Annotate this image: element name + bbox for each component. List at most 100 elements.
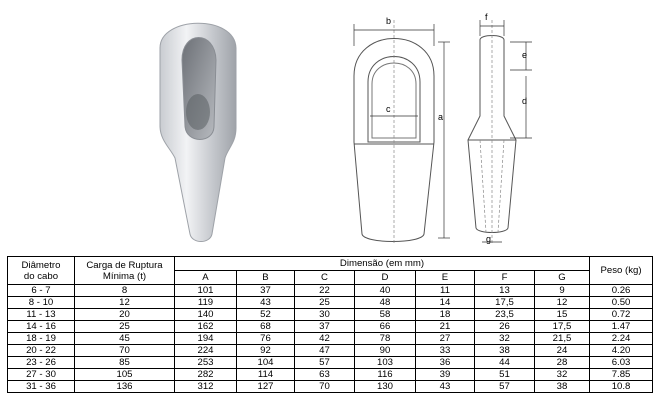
table-cell: 20 (74, 308, 175, 321)
dim-column-header: G (533, 270, 591, 285)
table-cell: 31 - 36 (7, 380, 75, 393)
table-cell: 14 - 16 (7, 320, 75, 333)
dim-column-header: D (354, 270, 416, 285)
table-cell: 8 - 10 (7, 296, 75, 309)
table-cell: 39 (415, 368, 475, 381)
table-cell: 136 (74, 380, 175, 393)
table-cell: 0.72 (589, 308, 654, 321)
load-header-line2: Mínima (t) (102, 270, 147, 282)
table-cell: 22 (294, 284, 355, 297)
diameter-header-line2: do cabo (23, 270, 59, 282)
table-cell: 37 (236, 284, 295, 297)
diameter-header-line1: Diâmetro (21, 259, 61, 271)
table-cell: 66 (354, 320, 416, 333)
table-cell: 282 (174, 368, 237, 381)
product-photo (159, 22, 237, 242)
table-cell: 27 (415, 332, 475, 345)
table-cell: 25 (74, 320, 175, 333)
table-cell: 18 - 19 (7, 332, 75, 345)
table-cell: 0.26 (589, 284, 654, 297)
table-cell: 14 (415, 296, 475, 309)
table-cell: 51 (474, 368, 535, 381)
table-cell: 17,5 (533, 320, 591, 333)
table-cell: 2.24 (589, 332, 654, 345)
table-cell: 42 (294, 332, 355, 345)
table-cell: 52 (236, 308, 295, 321)
dim-label-e: e (522, 50, 528, 60)
table-cell: 25 (294, 296, 355, 309)
table-cell: 68 (236, 320, 295, 333)
table-cell: 11 - 13 (7, 308, 75, 321)
table-cell: 43 (236, 296, 295, 309)
table-cell: 45 (74, 332, 175, 345)
table-cell: 44 (474, 356, 535, 369)
dim-column-header: F (474, 270, 535, 285)
table-cell: 253 (174, 356, 237, 369)
table-cell: 12 (74, 296, 175, 309)
table-cell: 32 (533, 368, 591, 381)
table-cell: 48 (354, 296, 416, 309)
specification-table: Diâmetro do cabo Carga de Ruptura Mínima… (7, 256, 654, 393)
technical-drawing (353, 20, 532, 244)
table-cell: 78 (354, 332, 416, 345)
table-cell: 57 (474, 380, 535, 393)
table-cell: 24 (533, 344, 591, 357)
table-cell: 21,5 (533, 332, 591, 345)
table-cell: 105 (74, 368, 175, 381)
weight-header: Peso (kg) (589, 256, 654, 285)
table-cell: 6.03 (589, 356, 654, 369)
table-cell: 32 (474, 332, 535, 345)
table-cell: 27 - 30 (7, 368, 75, 381)
table-cell: 12 (533, 296, 591, 309)
table-cell: 127 (236, 380, 295, 393)
table-cell: 312 (174, 380, 237, 393)
dim-label-c: c (386, 104, 391, 114)
table-cell: 8 (74, 284, 175, 297)
load-header-line1: Carga de Ruptura (86, 259, 163, 271)
table-cell: 103 (354, 356, 416, 369)
table-cell: 38 (474, 344, 535, 357)
table-cell: 10.8 (589, 380, 654, 393)
dim-column-header: E (415, 270, 475, 285)
table-cell: 9 (533, 284, 591, 297)
dim-column-header: C (294, 270, 355, 285)
table-cell: 47 (294, 344, 355, 357)
table-cell: 70 (294, 380, 355, 393)
dimension-header: Dimensão (em mm) (173, 256, 591, 271)
table-cell: 63 (294, 368, 355, 381)
table-cell: 140 (174, 308, 237, 321)
table-cell: 13 (474, 284, 535, 297)
table-cell: 23,5 (474, 308, 535, 321)
table-cell: 23 - 26 (7, 356, 75, 369)
table-cell: 20 - 22 (7, 344, 75, 357)
table-cell: 6 - 7 (7, 284, 75, 297)
table-cell: 76 (236, 332, 295, 345)
table-cell: 130 (354, 380, 416, 393)
table-cell: 38 (533, 380, 591, 393)
table-cell: 57 (294, 356, 355, 369)
table-cell: 90 (354, 344, 416, 357)
table-cell: 7.85 (589, 368, 654, 381)
table-cell: 224 (174, 344, 237, 357)
table-cell: 26 (474, 320, 535, 333)
dim-label-g: g (486, 234, 492, 244)
table-cell: 15 (533, 308, 591, 321)
dim-label-d: d (522, 96, 528, 106)
table-cell: 28 (533, 356, 591, 369)
table-cell: 18 (415, 308, 475, 321)
dim-column-header: A (174, 270, 237, 285)
table-cell: 119 (174, 296, 237, 309)
table-cell: 30 (294, 308, 355, 321)
table-cell: 101 (174, 284, 237, 297)
load-header: Carga de Ruptura Mínima (t) (74, 256, 175, 285)
table-cell: 70 (74, 344, 175, 357)
table-cell: 43 (415, 380, 475, 393)
